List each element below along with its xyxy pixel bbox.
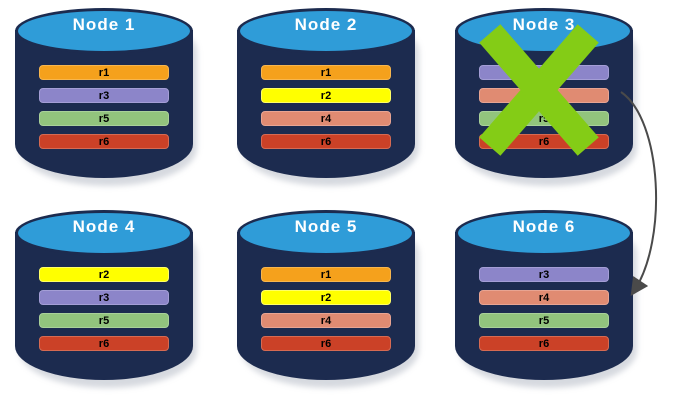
record-bar-r6[interactable]: r6	[479, 134, 609, 149]
record-bar-r1[interactable]: r1	[261, 267, 391, 282]
cylinder-body	[455, 232, 633, 380]
record-list: r2 r3 r5 r6	[39, 267, 169, 351]
record-bar-r3[interactable]: r3	[39, 88, 169, 103]
record-list: r3 r4 r5 r6	[479, 267, 609, 351]
record-bar-r5[interactable]: r5	[479, 111, 609, 126]
record-list: r1 r2 r4 r6	[261, 65, 391, 149]
record-list: r1 r3 r5 r6	[39, 65, 169, 149]
record-bar-r2[interactable]: r2	[39, 267, 169, 282]
record-bar-r3[interactable]: r3	[39, 290, 169, 305]
record-bar-r5[interactable]: r5	[39, 111, 169, 126]
record-bar-r2[interactable]: r2	[261, 290, 391, 305]
record-bar-r6[interactable]: r6	[261, 134, 391, 149]
cylinder-top-ellipse	[237, 210, 415, 256]
record-bar-r5[interactable]: r5	[479, 313, 609, 328]
record-bar-r5[interactable]: r5	[39, 313, 169, 328]
record-bar-r6[interactable]: r6	[261, 336, 391, 351]
record-bar-r6[interactable]: r6	[39, 336, 169, 351]
record-bar-r4[interactable]: r4	[261, 111, 391, 126]
record-bar-r4[interactable]: r4	[479, 290, 609, 305]
record-bar-r6[interactable]: r6	[39, 134, 169, 149]
record-bar-r4[interactable]: r4	[261, 313, 391, 328]
cylinder-top-ellipse	[15, 210, 193, 256]
record-bar-r6[interactable]: r6	[479, 336, 609, 351]
cylinder-top-ellipse	[15, 8, 193, 54]
cylinder-body	[237, 30, 415, 178]
record-list: r1 r2 r4 r6	[261, 267, 391, 351]
record-bar-r4[interactable]: r4	[479, 88, 609, 103]
record-bar-r1[interactable]: r1	[39, 65, 169, 80]
cylinder-body	[237, 232, 415, 380]
record-bar-r2[interactable]: r2	[261, 88, 391, 103]
cylinder-top-ellipse	[455, 210, 633, 256]
record-list: r3 r4 r5 r6	[479, 65, 609, 149]
cylinder-top-ellipse	[455, 8, 633, 54]
cylinder-top-ellipse	[237, 8, 415, 54]
cylinder-body	[15, 232, 193, 380]
record-bar-r3[interactable]: r3	[479, 267, 609, 282]
record-bar-r1[interactable]: r1	[261, 65, 391, 80]
record-bar-r3[interactable]: r3	[479, 65, 609, 80]
cylinder-body	[15, 30, 193, 178]
